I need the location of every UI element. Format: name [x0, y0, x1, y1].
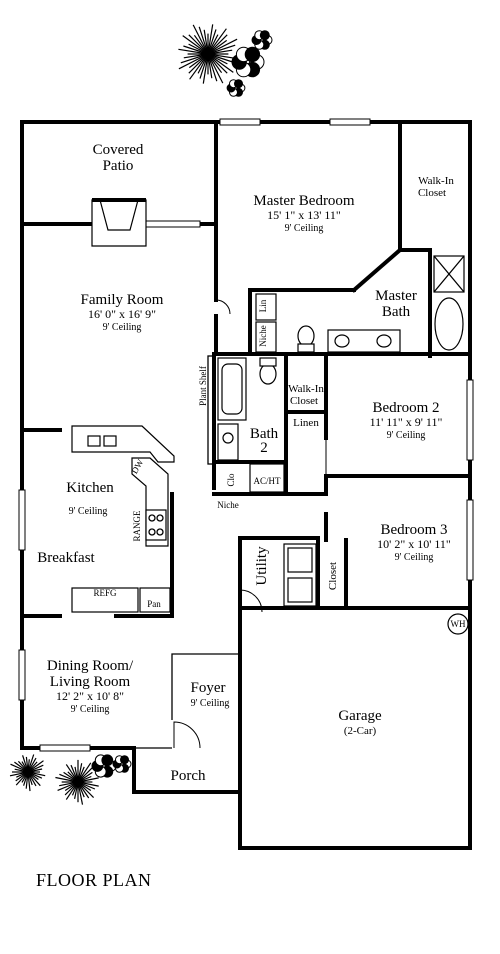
walkin-closet-2-label-2: Closet: [290, 395, 318, 407]
master-bedroom-ceiling: 9' Ceiling: [285, 223, 324, 234]
breakfast-label: Breakfast: [37, 550, 95, 566]
plant-shelf-label: Plant Shelf: [198, 366, 208, 406]
bedroom3-label: Bedroom 3: [380, 522, 447, 538]
walkin-closet-master-label-2: Closet: [418, 187, 446, 199]
wh-label: WH: [451, 619, 466, 629]
covered-patio-label-1: Covered: [93, 142, 144, 158]
walkin-closet-2-label-1: Walk-In: [288, 383, 324, 395]
ac-ht-label: AC/HT: [254, 476, 282, 486]
dining-dims: 12' 2" x 10' 8": [56, 689, 124, 703]
pan-label: Pan: [147, 599, 161, 609]
family-room-label: Family Room: [81, 292, 164, 308]
bath2-label-1: Bath: [250, 426, 279, 442]
clo-label: Clo: [226, 473, 236, 487]
refg-label: REFG: [93, 588, 117, 598]
garage-label: Garage: [338, 708, 382, 724]
master-bath-label-2: Bath: [382, 304, 411, 320]
kitchen-label: Kitchen: [66, 480, 114, 496]
range-label: RANGE: [132, 510, 142, 542]
kitchen-counters: [71, 425, 175, 613]
foyer-label: Foyer: [191, 680, 226, 696]
walkin-closet-master-label-1: Walk-In: [418, 175, 454, 187]
niche-top-label: Niche: [258, 325, 268, 347]
dining-ceiling: 9' Ceiling: [71, 704, 110, 715]
master-bedroom-dims: 15' 1" x 13' 11": [267, 208, 341, 222]
foyer-ceiling: 9' Ceiling: [191, 698, 230, 709]
bedroom2-dims: 11' 11" x 9' 11": [370, 415, 443, 429]
garage-sub-label: (2-Car): [344, 725, 377, 737]
master-bath-label-1: Master: [375, 288, 417, 304]
bedroom3-ceiling: 9' Ceiling: [395, 552, 434, 563]
interior-walls: [20, 122, 472, 749]
bath2-label-2: 2: [260, 440, 268, 456]
family-room-ceiling: 9' Ceiling: [103, 322, 142, 333]
bedroom2-ceiling: 9' Ceiling: [387, 430, 426, 441]
utility-fixtures: [283, 543, 469, 635]
plant-top-icon: [178, 24, 273, 97]
floor-plan-caption: FLOOR PLAN: [36, 870, 152, 890]
fireplace-icon: [91, 198, 147, 247]
covered-patio-label-2: Patio: [103, 158, 134, 174]
bedroom3-dims: 10' 2" x 10' 11": [377, 537, 451, 551]
dining-label-2: Living Room: [50, 674, 131, 690]
plant-shelf-hatch: [207, 355, 215, 465]
closet-label: Closet: [327, 562, 339, 590]
windows: [18, 118, 474, 752]
plant-bottom-icon: [9, 754, 132, 805]
master-bedroom-label: Master Bedroom: [253, 193, 355, 209]
lin-label: Lin: [258, 299, 268, 312]
linen-label: Linen: [293, 417, 319, 429]
bedroom2-label: Bedroom 2: [372, 400, 439, 416]
utility-label: Utility: [254, 546, 270, 586]
master-bath-fixtures: [255, 255, 465, 353]
door-swings: [173, 299, 327, 749]
niche-bottom-label: Niche: [217, 500, 239, 510]
bath2-fixtures: [217, 357, 285, 493]
family-room-dims: 16' 0" x 16' 9": [88, 307, 156, 321]
dining-label-1: Dining Room/: [47, 658, 134, 674]
porch-label: Porch: [171, 768, 206, 784]
kitchen-ceiling: 9' Ceiling: [69, 506, 108, 517]
